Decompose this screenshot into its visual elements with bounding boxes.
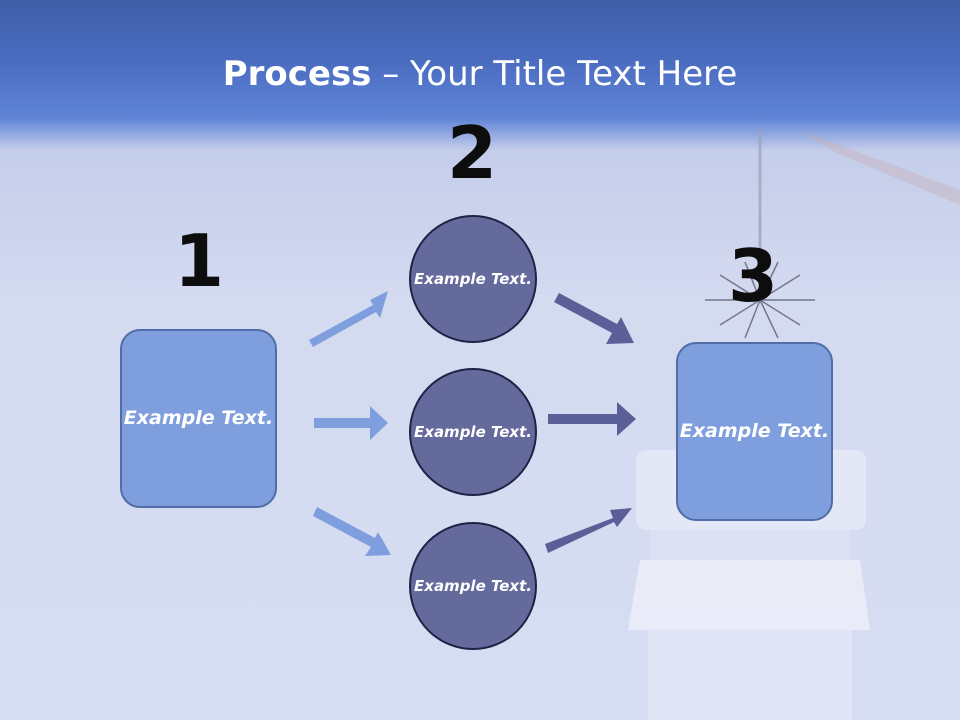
circle-text: Example Text. — [414, 269, 532, 288]
arrows-step-2 — [545, 293, 636, 553]
arrow-right-icon — [548, 402, 636, 436]
title-rest: – Your Title Text Here — [371, 54, 738, 94]
slide-title: Process – Your Title Text Here — [0, 52, 960, 96]
step-2-circle-bottom: Example Text. — [409, 522, 537, 650]
arrow-right-down-icon — [554, 293, 634, 344]
arrow-right-down-icon — [313, 507, 391, 556]
arrow-right-icon — [314, 406, 388, 440]
step-1-box: Example Text. — [120, 329, 277, 508]
step-3-box-text: Example Text. — [679, 420, 830, 442]
step-2-number: 2 — [446, 111, 498, 195]
step-2-circle-top: Example Text. — [409, 215, 537, 343]
arrow-right-up-icon — [309, 291, 388, 347]
step-2-circle-middle: Example Text. — [409, 368, 537, 496]
arrow-right-up-icon — [545, 508, 632, 553]
title-bold: Process — [222, 54, 372, 94]
arrows-step-1 — [309, 291, 391, 556]
step-3-box: Example Text. — [676, 342, 833, 521]
step-3-number: 3 — [727, 234, 779, 318]
step-1-number: 1 — [173, 219, 225, 303]
circle-text: Example Text. — [414, 576, 532, 595]
circle-text: Example Text. — [414, 422, 532, 441]
step-1-box-text: Example Text. — [123, 407, 274, 429]
